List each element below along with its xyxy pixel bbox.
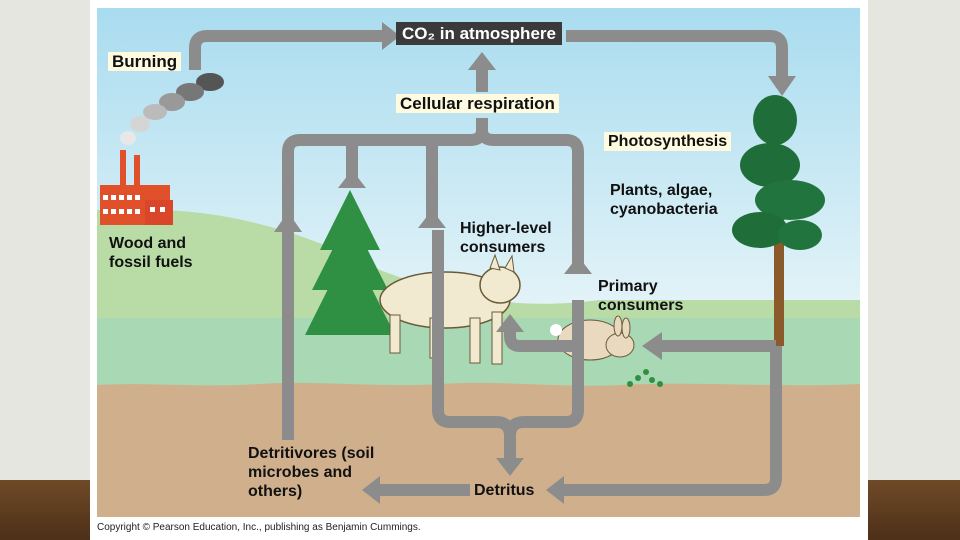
wood-fossil-fuels-label: Wood and fossil fuels — [109, 235, 193, 271]
conifer-tree — [305, 190, 395, 335]
large-tree — [732, 95, 825, 346]
background-right — [868, 0, 960, 540]
arrowheads — [274, 22, 796, 504]
factory-icon — [100, 150, 173, 225]
detritus-label: Detritus — [474, 482, 535, 499]
wood-floor-right — [868, 480, 960, 540]
smoke — [120, 73, 224, 145]
burning-label: Burning — [108, 52, 182, 71]
bobcat-higher-consumer — [379, 253, 521, 365]
cycle-arrows — [189, 30, 788, 496]
detritivores-label: Detritivores (soil microbes and others) — [248, 445, 375, 500]
wood-floor-left — [0, 480, 92, 540]
primary-consumers-label: Primary consumers — [598, 278, 684, 314]
cellular-respiration-label: Cellular respiration — [396, 94, 559, 113]
background-left — [0, 0, 90, 540]
copyright-notice: Copyright © Pearson Education, Inc., pub… — [97, 522, 421, 533]
higher-level-consumers-label: Higher-level consumers — [460, 220, 552, 256]
co2-atmosphere-label: CO₂ in atmosphere — [396, 22, 562, 45]
producers-label: Plants, algae, cyanobacteria — [610, 182, 718, 218]
photosynthesis-label: Photosynthesis — [604, 132, 732, 151]
small-plant — [627, 369, 663, 387]
